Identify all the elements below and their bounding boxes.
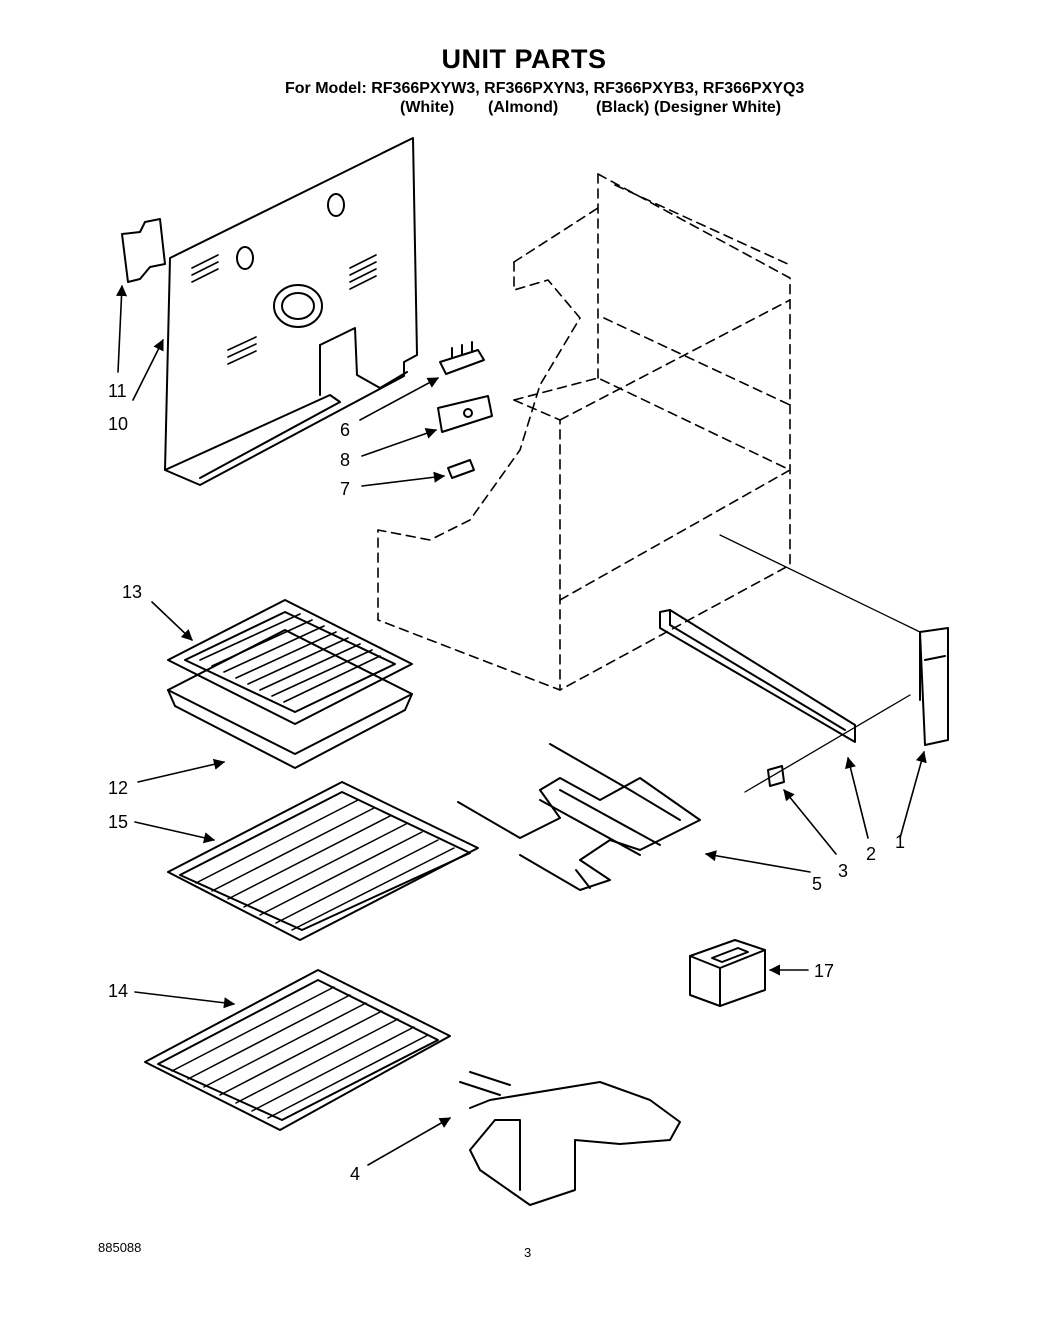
model-list: For Model: RF366PXYW3, RF366PXYN3, RF366… bbox=[285, 80, 805, 97]
part-4-bake-element bbox=[459, 1071, 681, 1206]
callout-1: 1 bbox=[895, 832, 905, 852]
assembly-guide-lines bbox=[719, 534, 921, 793]
part-8-bracket bbox=[437, 395, 493, 433]
part-6-terminal-block bbox=[439, 341, 485, 375]
callout-11: 11 bbox=[108, 381, 127, 401]
color-white: (White) bbox=[400, 99, 455, 116]
callout-4: 4 bbox=[350, 1164, 360, 1184]
callout-13: 13 bbox=[122, 582, 142, 602]
callout-2: 2 bbox=[866, 844, 876, 864]
part-11-bracket bbox=[121, 218, 166, 283]
part-13-broiler-grid bbox=[167, 599, 413, 725]
part-7-clip bbox=[447, 459, 475, 479]
callout-7: 7 bbox=[340, 479, 350, 499]
callout-leaders bbox=[115, 284, 927, 1166]
callout-5: 5 bbox=[812, 874, 822, 894]
page-number: 3 bbox=[524, 1245, 532, 1260]
callout-15: 15 bbox=[108, 812, 128, 832]
callout-8: 8 bbox=[340, 450, 350, 470]
document-number: 885088 bbox=[98, 1240, 142, 1255]
callout-14: 14 bbox=[108, 981, 128, 1001]
part-12-broiler-pan bbox=[167, 629, 413, 769]
color-almond: (Almond) bbox=[488, 99, 559, 116]
callout-6: 6 bbox=[340, 420, 350, 440]
part-17-control-box bbox=[689, 939, 766, 1007]
callout-10: 10 bbox=[108, 414, 128, 434]
part-5-broil-element bbox=[457, 743, 701, 891]
callout-17: 17 bbox=[814, 961, 834, 981]
callout-12: 12 bbox=[108, 778, 128, 798]
part-2-support-bar bbox=[659, 609, 856, 743]
callout-labels: 11 10 6 8 7 13 12 15 14 4 1 2 3 5 17 bbox=[108, 381, 905, 1184]
page-title: UNIT PARTS bbox=[441, 44, 607, 74]
part-3-clip bbox=[767, 765, 785, 787]
part-15-oven-rack bbox=[167, 781, 479, 941]
color-black: (Black) bbox=[596, 99, 650, 116]
oven-cavity-outline bbox=[377, 173, 791, 691]
color-designer-white: (Designer White) bbox=[654, 99, 782, 116]
callout-3: 3 bbox=[838, 861, 848, 881]
part-14-oven-rack bbox=[144, 969, 451, 1131]
part-10-back-panel bbox=[164, 137, 418, 486]
part-1-side-trim bbox=[919, 627, 949, 746]
